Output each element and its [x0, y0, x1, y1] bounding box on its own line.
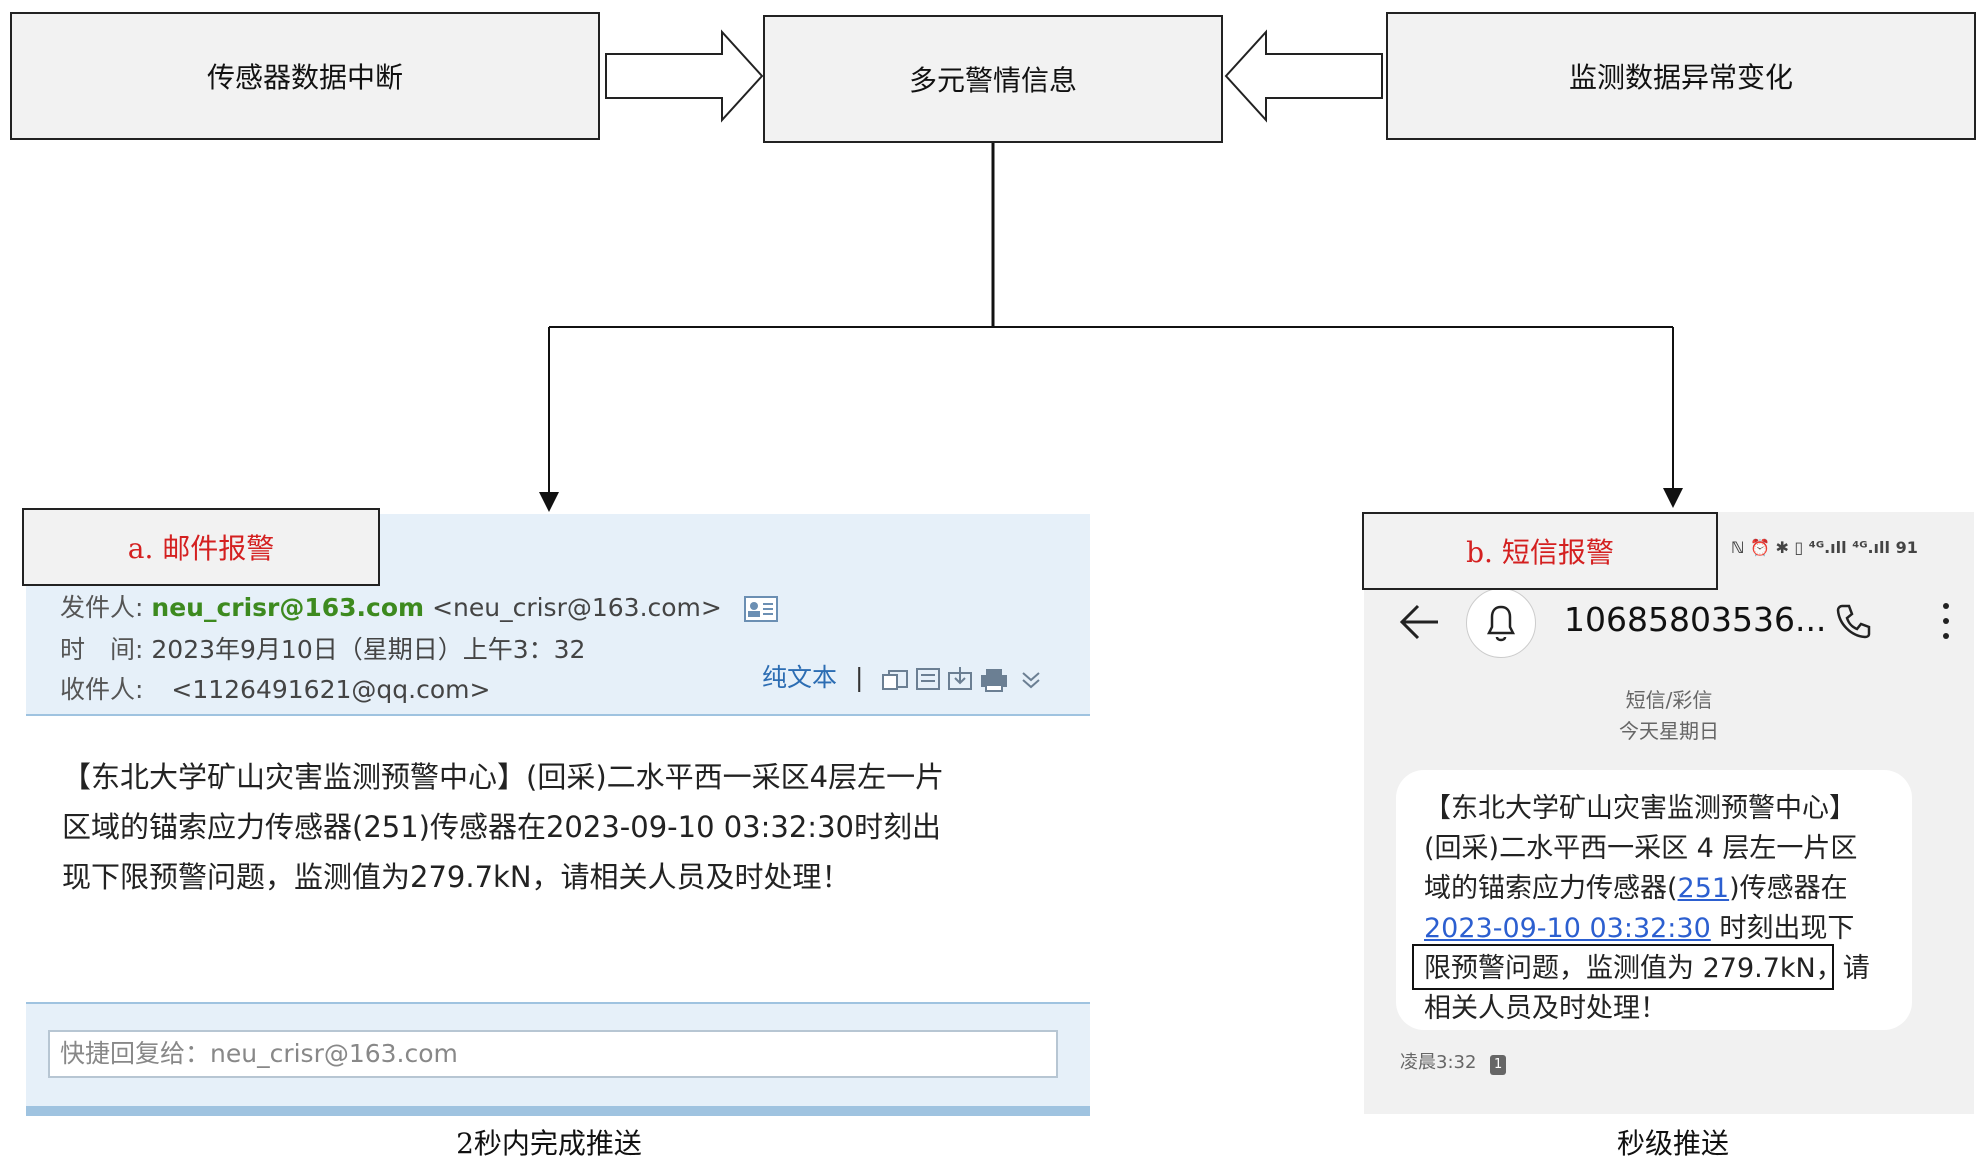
sms-panel: ℕ ⏰ ✱ ▯ ⁴ᴳ.ıll ⁴ᴳ.ıll 91 10685803536... … — [1364, 512, 1974, 1114]
sms-alert-label-text: b. 短信报警 — [1466, 536, 1614, 569]
box-multi-alert-info: 多元警情信息 — [763, 15, 1223, 143]
sms-caption: 秒级推送 — [1616, 1127, 1729, 1160]
arrowhead-right — [1663, 488, 1683, 508]
email-panel: 发件人: neu_crisr@163.com <neu_crisr@163.co… — [26, 514, 1090, 1116]
message-time: 凌晨3:32 1 — [1400, 1048, 1507, 1075]
back-arrow-icon[interactable] — [1398, 602, 1442, 642]
sim-card-icon: 1 — [1490, 1055, 1507, 1075]
arrow-right-hollow — [605, 29, 764, 123]
window-icon[interactable] — [882, 670, 909, 690]
toolbar-separator: | — [854, 663, 864, 692]
recipient-row: 收件人: <1126491621@qq.com> — [60, 670, 490, 706]
contact-avatar[interactable] — [1466, 588, 1536, 658]
email-caption: 2秒内完成推送 — [456, 1127, 642, 1160]
download-icon[interactable] — [948, 667, 973, 690]
sender-address: <neu_crisr@163.com> — [432, 593, 722, 622]
box-sensor-interruption: 传感器数据中断 — [10, 12, 600, 140]
email-body-line-3: 现下限预警问题，监测值为279.7kN，请相关人员及时处理！ — [62, 860, 851, 894]
datetime-link[interactable]: 2023-09-10 03:32:30 — [1424, 913, 1711, 944]
message-category: 短信/彩信 — [1625, 688, 1713, 712]
email-body-line-1: 【东北大学矿山灾害监测预警中心】(回采)二水平西一采区4层左一片 — [62, 760, 945, 794]
email-alert-label-text: a. 邮件报警 — [127, 532, 275, 565]
box-abnormal-data: 监测数据异常变化 — [1386, 12, 1976, 140]
email-body: 【东北大学矿山灾害监测预警中心】(回采)二水平西一采区4层左一片 区域的锚索应力… — [26, 716, 1090, 1016]
sms-line-1: 【东北大学矿山灾害监测预警中心】 — [1424, 793, 1856, 824]
arrowhead-left — [539, 492, 559, 512]
message-day: 今天星期日 — [1619, 719, 1719, 743]
footer-stripe — [26, 1106, 1090, 1116]
time-row: 时 间: 2023年9月10日（星期日）上午3：32 — [60, 630, 585, 666]
email-body-line-2: 区域的锚索应力传感器(251)传感器在2023-09-10 03:32:30时刻… — [62, 810, 941, 844]
note-icon[interactable] — [916, 668, 941, 690]
message-bubble[interactable]: 【东北大学矿山灾害监测预警中心】 (回采)二水平西一采区 4 层左一片区 域的锚… — [1396, 770, 1912, 1030]
box-multi-alert-info-text: 多元警情信息 — [908, 64, 1077, 97]
bell-icon — [1486, 605, 1516, 642]
arrow-left-hollow — [1224, 29, 1383, 123]
phone-number: 10685803536... — [1564, 600, 1827, 639]
contact-card-icon[interactable] — [743, 596, 778, 622]
print-icon[interactable] — [981, 669, 1008, 692]
recipient-value: <1126491621@qq.com> — [171, 675, 491, 704]
sms-alert-label: b. 短信报警 — [1362, 512, 1718, 590]
chevron-down-icon[interactable] — [1022, 672, 1041, 689]
phone-call-icon[interactable] — [1834, 600, 1874, 640]
quick-reply-input[interactable]: 快捷回复给：neu_crisr@163.com — [48, 1030, 1058, 1078]
toolbar-icons — [882, 667, 1041, 692]
status-bar-icons: ℕ ⏰ ✱ ▯ ⁴ᴳ.ıll ⁴ᴳ.ıll 91 — [1731, 538, 1918, 557]
sms-line-5: 限预警问题，监测值为 279.7kN，请 — [1424, 953, 1870, 984]
sms-line-4-b: 时刻出现下 — [1710, 913, 1855, 944]
sms-line-4: 2023-09-10 03:32:30 时刻出现下 — [1424, 906, 1854, 945]
time-label: 时 间: — [60, 635, 144, 664]
highlight-box — [1412, 944, 1834, 990]
email-alert-label: a. 邮件报警 — [22, 508, 380, 586]
plaintext-link[interactable]: 纯文本 — [762, 663, 838, 692]
sms-line-2: (回采)二水平西一采区 4 层左一片区 — [1424, 833, 1858, 864]
email-header: 发件人: neu_crisr@163.com <neu_crisr@163.co… — [26, 514, 1090, 716]
box-abnormal-data-text: 监测数据异常变化 — [1568, 61, 1793, 94]
sms-line-3: 域的锚索应力传感器(251)传感器在 — [1424, 866, 1848, 905]
box-sensor-interruption-text: 传感器数据中断 — [206, 61, 403, 94]
more-menu-icon[interactable] — [1940, 600, 1952, 642]
sensor-id-link[interactable]: 251 — [1677, 873, 1730, 904]
recipient-label: 收件人: — [60, 675, 144, 704]
sms-line-3-b: )传感器在 — [1729, 873, 1848, 904]
email-footer: 快捷回复给：neu_crisr@163.com — [26, 1002, 1090, 1116]
sender-name-link[interactable]: neu_crisr@163.com — [151, 593, 425, 622]
sms-line-3-a: 域的锚索应力传感器( — [1424, 873, 1678, 904]
time-value: 2023年9月10日（星期日）上午3：32 — [151, 635, 586, 664]
sender-row: 发件人: neu_crisr@163.com <neu_crisr@163.co… — [60, 588, 778, 624]
sender-label: 发件人: — [60, 593, 144, 622]
email-toolbar: 纯文本 | — [762, 658, 1051, 694]
sms-line-6: 相关人员及时处理！ — [1424, 993, 1667, 1024]
message-timestamp: 凌晨3:32 — [1400, 1052, 1477, 1073]
